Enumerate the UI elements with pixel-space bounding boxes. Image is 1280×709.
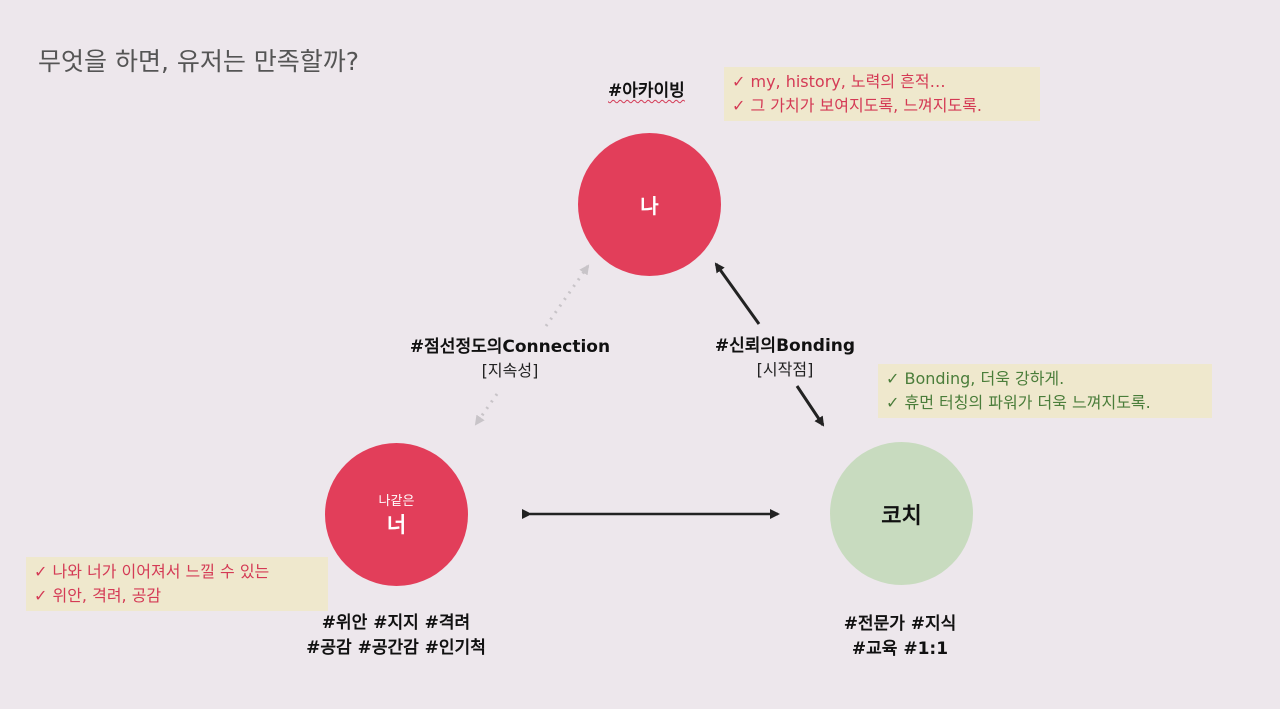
bonding-arrow-up [714, 262, 761, 325]
coach-tags: #전문가 #지식 #교육 #1:1 [800, 612, 1000, 662]
node-you-small-label: 나같은 [378, 494, 415, 509]
connection-title: #점선정도의Connection [409, 337, 611, 357]
node-coach-label: 코치 [881, 503, 922, 529]
node-you-label: 너 [386, 513, 407, 537]
bonding-arrow-down [795, 385, 825, 427]
connection-dotted-upper [544, 264, 590, 327]
bonding-sub: [시작점] [756, 360, 814, 379]
note-you-line-2: ✓ 위안, 격려, 공감 [34, 586, 162, 605]
you-tags-line-1: #위안 #지지 #격려 [321, 613, 471, 633]
bonding-label: #신뢰의Bonding [시작점] [700, 331, 870, 380]
connection-dotted-lower [474, 393, 499, 426]
node-you: 나같은 너 [325, 443, 468, 586]
note-you-line-1: ✓ 나와 너가 이어져서 느낄 수 있는 [34, 562, 270, 581]
me-tag: #아카이빙 [608, 81, 685, 101]
note-coach-line-1: ✓ Bonding, 더욱 강하게. [886, 369, 1065, 388]
connection-label: #점선정도의Connection [지속성] [400, 332, 620, 381]
note-me: ✓ my, history, 노력의 흔적… ✓ 그 가치가 보여지도록, 느껴… [724, 67, 1040, 121]
coach-tags-line-1: #전문가 #지식 [843, 614, 957, 634]
note-me-line-1: ✓ my, history, 노력의 흔적… [732, 72, 946, 91]
note-you: ✓ 나와 너가 이어져서 느낄 수 있는 ✓ 위안, 격려, 공감 [26, 557, 328, 611]
bonding-title: #신뢰의Bonding [714, 336, 856, 356]
you-tags-line-2: #공감 #공간감 #인기척 [306, 638, 486, 658]
coach-tags-line-2: #교육 #1:1 [851, 639, 949, 659]
node-me: 나 [578, 133, 721, 276]
node-me-label: 나 [640, 194, 659, 218]
page-title: 무엇을 하면, 유저는 만족할까? [38, 47, 360, 76]
node-coach: 코치 [830, 442, 973, 585]
note-coach: ✓ Bonding, 더욱 강하게. ✓ 휴먼 터칭의 파워가 더욱 느껴지도록… [878, 364, 1212, 418]
note-me-line-2: ✓ 그 가치가 보여지도록, 느껴지도록. [732, 96, 983, 115]
you-tags: #위안 #지지 #격려 #공감 #공간감 #인기척 [286, 611, 506, 661]
connection-sub: [지속성] [481, 361, 539, 380]
note-coach-line-2: ✓ 휴먼 터칭의 파워가 더욱 느껴지도록. [886, 393, 1151, 412]
